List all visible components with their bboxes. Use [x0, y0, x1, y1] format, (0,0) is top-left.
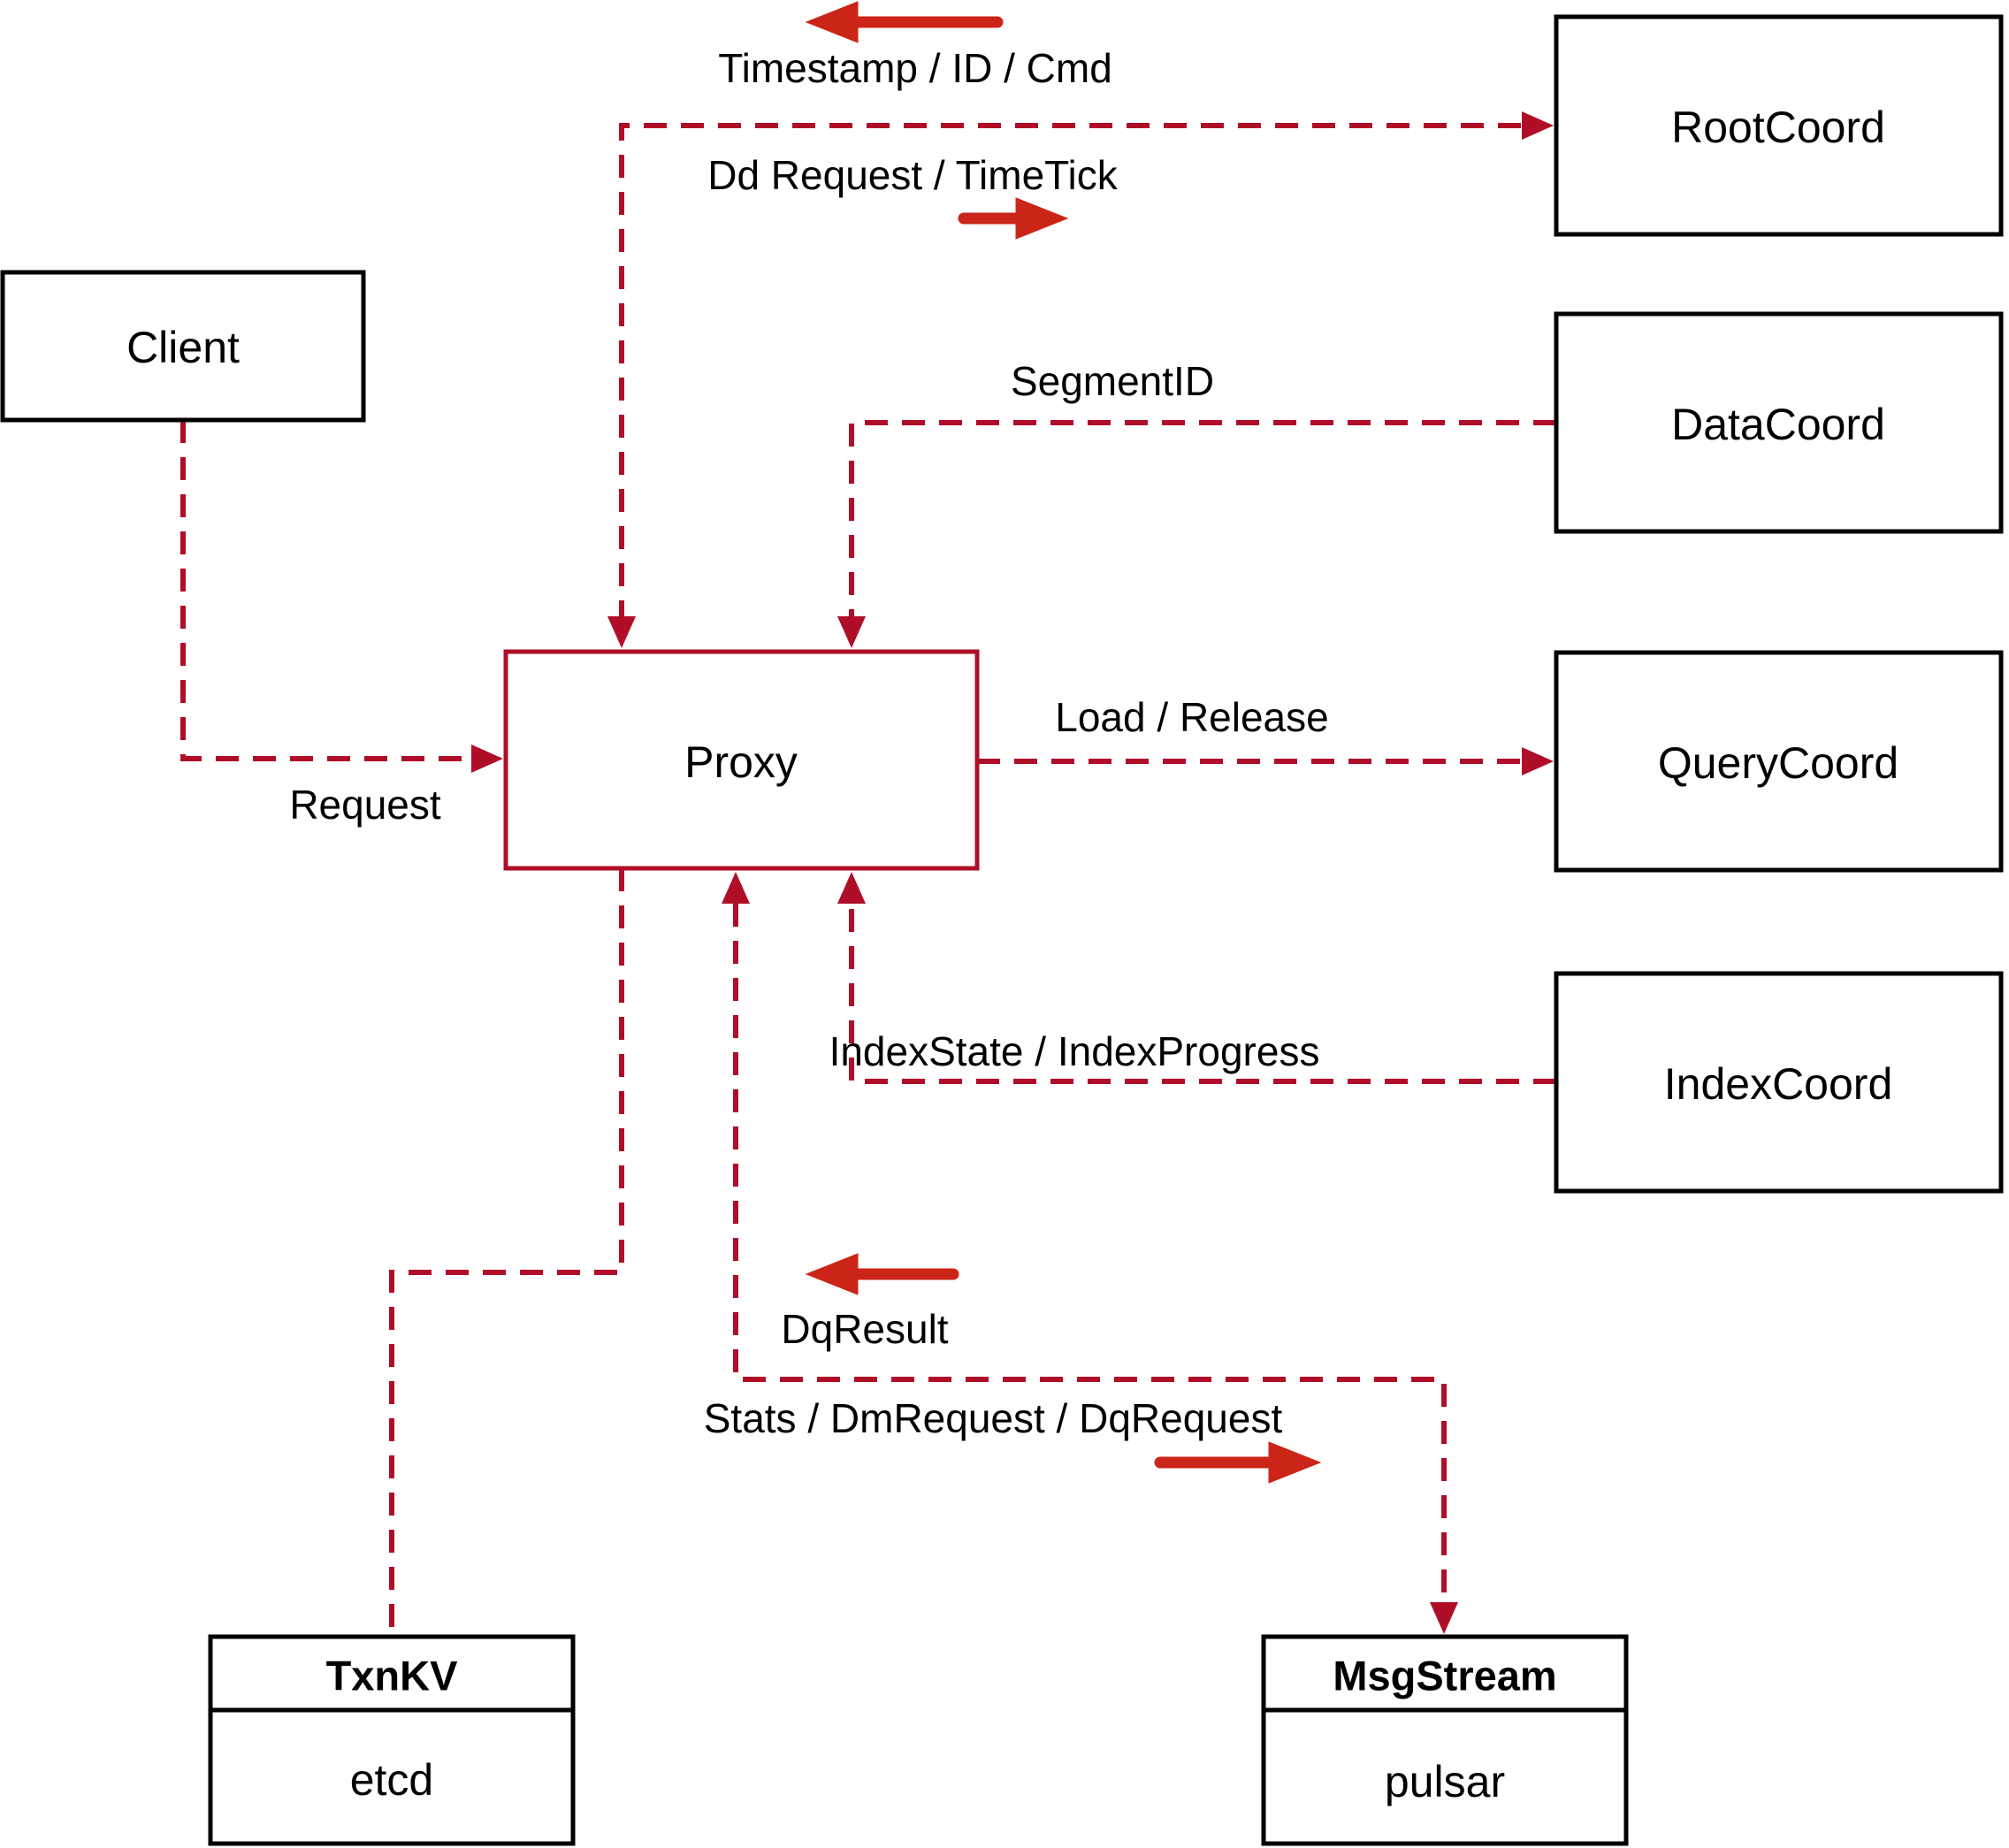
edge-indexcoord-to-proxy: [849, 904, 1556, 1084]
datacoord-label: DataCoord: [1671, 400, 1885, 449]
msgstream-box: [1261, 1634, 1629, 1846]
label-dqresult: DqResult: [781, 1306, 948, 1352]
label-indexstate-indexprogress: IndexState / IndexProgress: [829, 1028, 1320, 1074]
datacoord-box: [1554, 311, 2004, 534]
node-txnkv: TxnKV etcd: [208, 1634, 576, 1846]
client-box: [0, 270, 366, 423]
arrow-left-dqresult-icon: [805, 1253, 959, 1295]
label-stats-dmrequest-dqrequest: Stats / DmRequest / DqRequest: [704, 1395, 1283, 1441]
arrow-right-stats-icon: [1154, 1441, 1322, 1484]
arrow-left-timestamp-icon: [805, 1, 1004, 43]
arrow-right-ddrequest-icon: [958, 197, 1069, 240]
edge-labels: Timestamp / ID / Cmd Dd Request / TimeTi…: [289, 45, 1328, 1441]
label-timestamp-id-cmd: Timestamp / ID / Cmd: [718, 45, 1112, 91]
node-indexcoord: IndexCoord: [1554, 971, 2004, 1194]
txnkv-box: [208, 1634, 576, 1846]
edge-datacoord-to-proxy: [849, 420, 1556, 616]
arrow-down-into-proxy-left-icon: [607, 616, 636, 648]
label-segmentid: SegmentID: [1011, 358, 1214, 404]
arrow-right-into-proxy-icon: [471, 745, 503, 773]
arrow-down-into-msgstream-icon: [1430, 1602, 1458, 1634]
msgstream-title: MsgStream: [1333, 1653, 1556, 1699]
label-dd-request-timetick: Dd Request / TimeTick: [707, 152, 1119, 198]
edge-client-to-proxy: [180, 420, 472, 761]
indexcoord-box: [1554, 971, 2004, 1194]
proxy-label: Proxy: [684, 737, 798, 787]
connector-arrowheads: [471, 111, 1554, 1634]
direction-annotation-arrows: [805, 1, 1322, 1484]
arrow-up-into-proxy-bottom-right-icon: [837, 872, 866, 904]
node-client: Client: [0, 270, 366, 423]
edge-proxy-msgstream: [733, 904, 1447, 1602]
arrow-down-into-proxy-right-icon: [837, 616, 866, 648]
txnkv-title: TxnKV: [326, 1653, 459, 1699]
arrow-right-into-rootcoord-icon: [1522, 111, 1554, 140]
edge-proxy-to-txnkv: [389, 868, 624, 1634]
node-datacoord: DataCoord: [1554, 311, 2004, 534]
txnkv-body-etcd: etcd: [350, 1755, 434, 1805]
connector-lines: [180, 123, 1556, 1634]
querycoord-label: QueryCoord: [1658, 738, 1898, 788]
label-request: Request: [289, 782, 441, 828]
indexcoord-label: IndexCoord: [1664, 1059, 1893, 1109]
node-msgstream: MsgStream pulsar: [1261, 1634, 1629, 1846]
querycoord-box: [1554, 650, 2004, 873]
node-querycoord: QueryCoord: [1554, 650, 2004, 873]
node-proxy: Proxy: [503, 649, 980, 871]
rootcoord-label: RootCoord: [1671, 103, 1885, 152]
edge-proxy-rootcoord: [619, 123, 1521, 616]
arrow-up-into-proxy-bottom-mid-icon: [722, 872, 750, 904]
label-load-release: Load / Release: [1055, 694, 1328, 740]
arrow-right-into-querycoord-icon: [1522, 747, 1554, 775]
rootcoord-box: [1554, 14, 2004, 237]
node-rootcoord: RootCoord: [1554, 14, 2004, 237]
proxy-box: [503, 649, 980, 871]
client-label: Client: [126, 323, 240, 372]
msgstream-body-pulsar: pulsar: [1385, 1757, 1505, 1806]
